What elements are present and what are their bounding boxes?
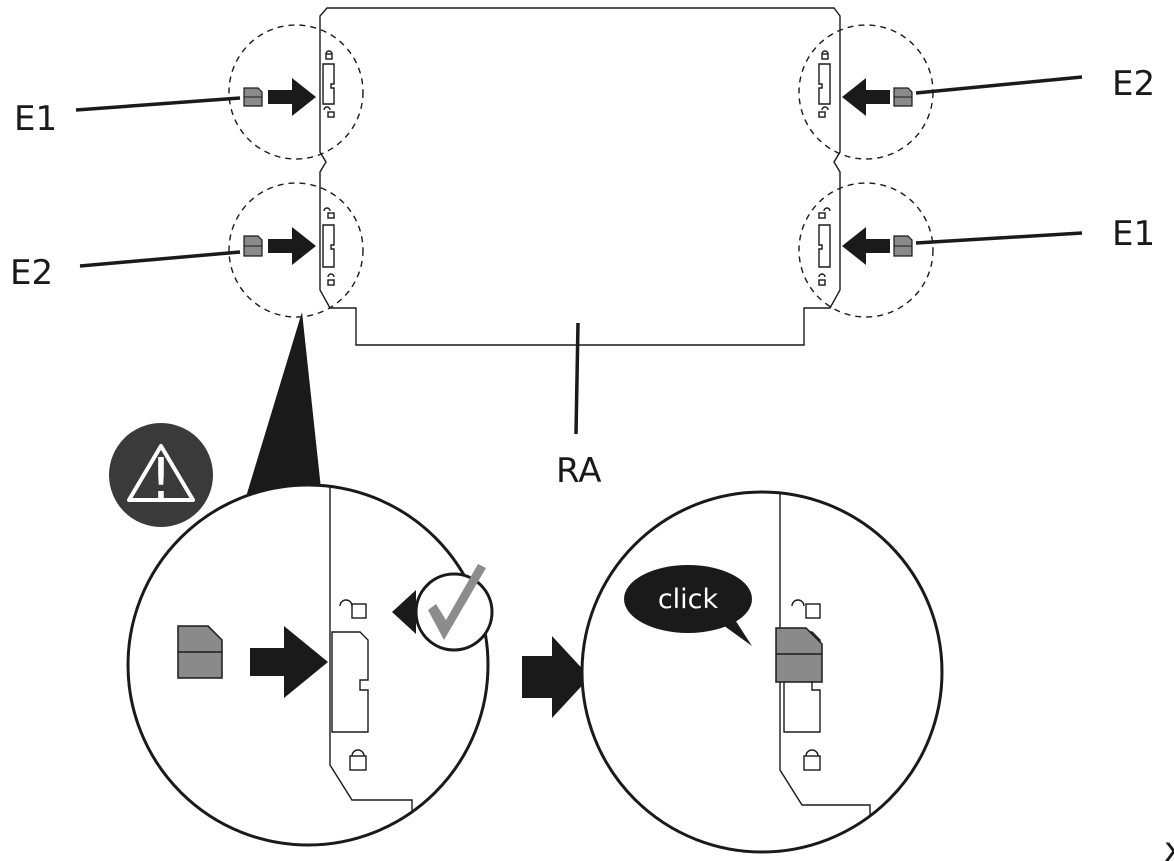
click-bubble: click xyxy=(624,565,752,646)
label-ra: RA xyxy=(556,451,602,491)
arrow-right-icon xyxy=(522,636,590,718)
arrow-right-icon xyxy=(268,227,316,265)
leader-ra xyxy=(574,322,580,435)
clip-piece-detail xyxy=(177,625,223,679)
detail-circle-top-left xyxy=(228,24,364,160)
click-text: click xyxy=(658,584,719,615)
lock-icon xyxy=(349,749,367,771)
arrow-right-icon xyxy=(250,626,328,698)
slot-bottom-right xyxy=(818,207,831,286)
leader-e1-right xyxy=(915,231,1083,245)
label-e2-right: E2 xyxy=(1112,64,1155,104)
label-e1-left: E1 xyxy=(14,99,57,139)
clip-e2-top-right xyxy=(893,87,913,107)
page-marker: x xyxy=(1164,830,1174,861)
slot-top-right xyxy=(818,50,831,118)
lock-icon xyxy=(803,749,821,771)
clip-piece-inserted xyxy=(775,627,823,683)
leader-e1-left xyxy=(75,96,241,112)
zoom-detail-left xyxy=(126,483,494,847)
arrow-left-icon xyxy=(392,590,434,634)
slot-bottom-left xyxy=(322,207,335,286)
clip-e2-bottom-left xyxy=(243,235,263,257)
clip-e1-bottom-right xyxy=(893,235,913,257)
clip-e1-top-left xyxy=(243,87,263,107)
leader-e2-right xyxy=(915,75,1083,95)
slot-top-left xyxy=(322,50,335,118)
leader-e2-left xyxy=(79,250,241,268)
arrow-left-icon xyxy=(842,78,890,116)
magnifier-wedge xyxy=(242,312,322,510)
ra-panel xyxy=(319,7,841,346)
arrow-right-icon xyxy=(268,78,316,116)
label-e2-left: E2 xyxy=(10,253,53,293)
zoom-detail-right: click xyxy=(580,490,944,854)
label-e1-right: E1 xyxy=(1112,214,1155,254)
unlock-icon xyxy=(791,599,805,607)
checkmark-icon xyxy=(414,564,494,652)
warning-icon: ! xyxy=(109,423,213,527)
warning-symbol: ! xyxy=(150,447,172,512)
detail-circle-bottom-right xyxy=(798,182,934,318)
arrow-left-icon xyxy=(842,227,890,265)
detail-circle-bottom-left xyxy=(228,182,364,318)
